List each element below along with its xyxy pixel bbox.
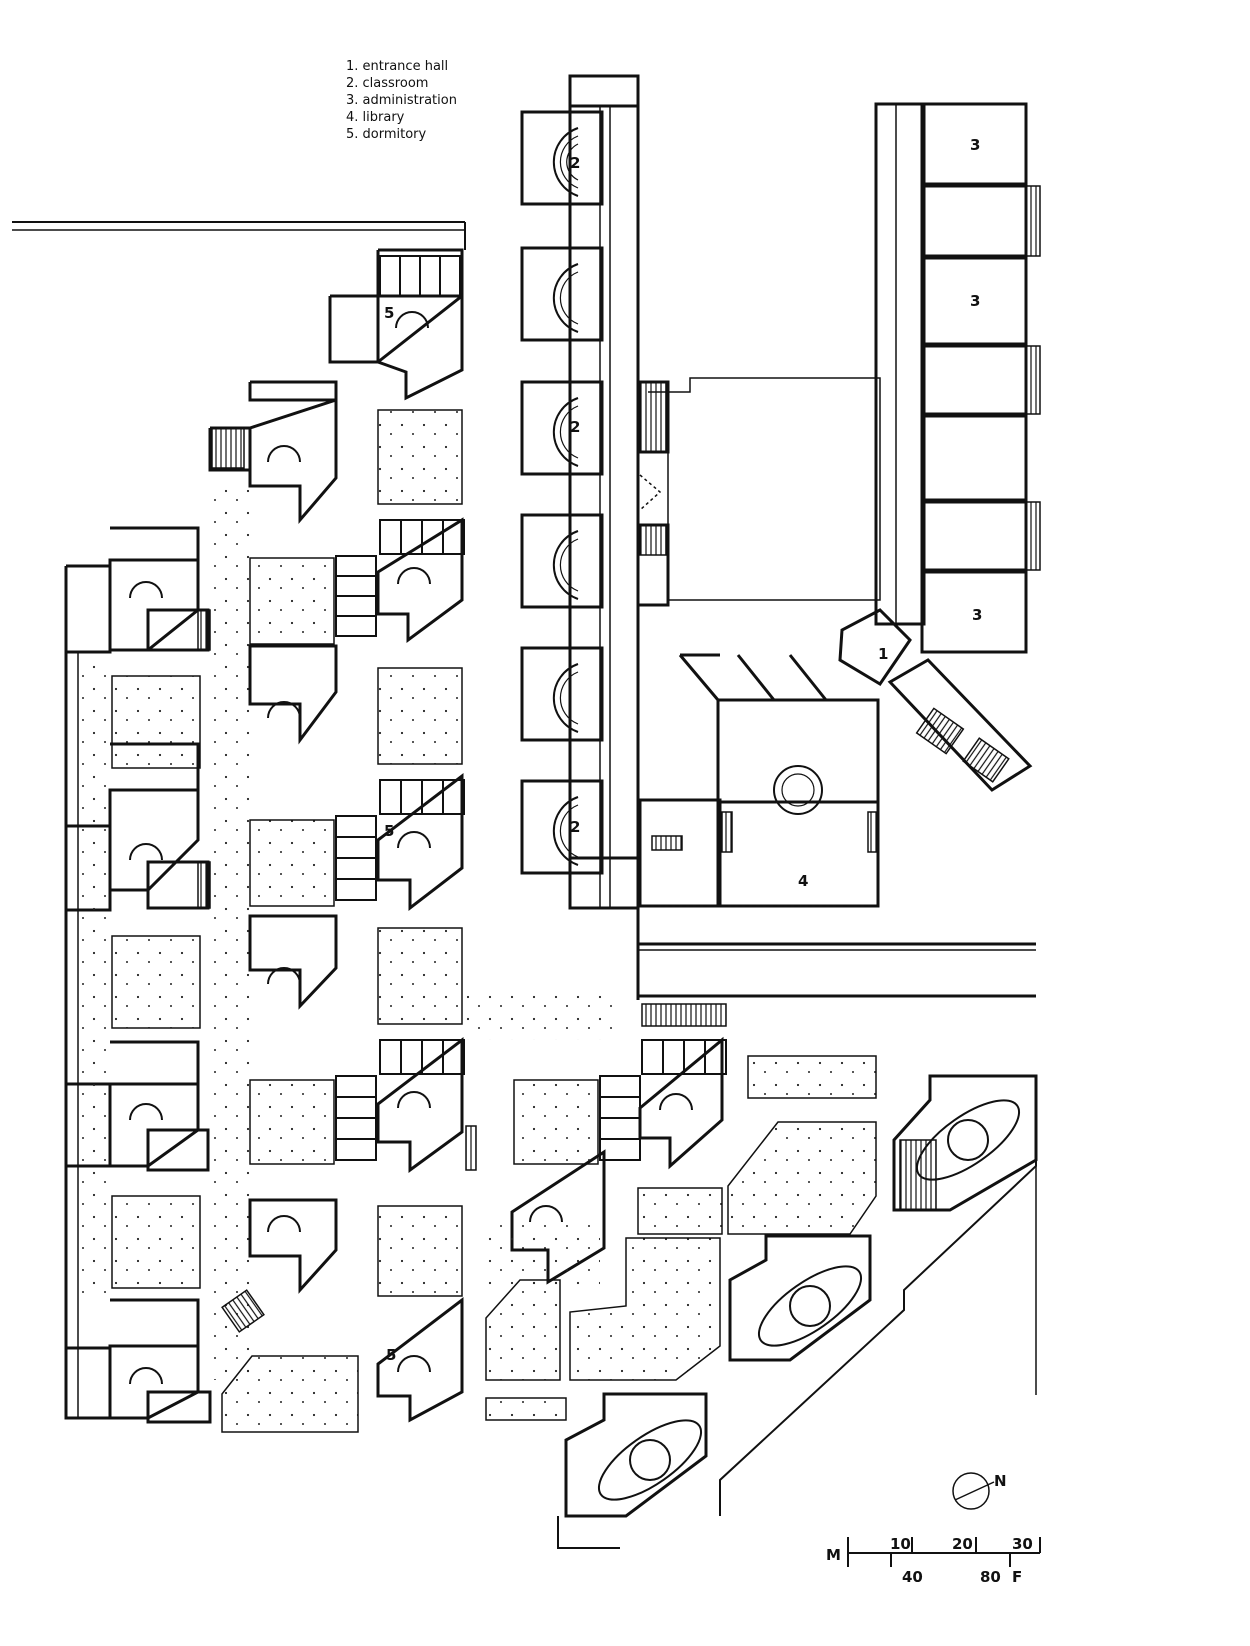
label-dormitory-b: 5 (384, 822, 394, 840)
library (638, 653, 880, 908)
label-library: 4 (798, 872, 808, 890)
north-arrow (952, 1472, 995, 1510)
classroom-modules (520, 110, 604, 875)
legend: 1. entrance hall 2. classroom 3. adminis… (346, 58, 457, 143)
scale-unit-feet: F (1012, 1568, 1022, 1586)
bedroom-cells (335, 255, 727, 1161)
plaza-paving (80, 480, 614, 1380)
scale-unit-meters: M (826, 1546, 841, 1564)
central-courtyard (636, 377, 881, 607)
classroom-5 (520, 646, 604, 742)
site-boundary (12, 221, 1037, 1395)
stair-flights (197, 381, 879, 1333)
classroom-1 (520, 110, 604, 206)
scale-tick-40: 40 (902, 1568, 923, 1586)
legend-item-classroom: 2. classroom (346, 76, 429, 91)
classroom-4 (520, 513, 604, 609)
dotted-courtyards (111, 409, 877, 1433)
label-administration-a: 3 (970, 136, 980, 154)
scale-tick-30: 30 (1012, 1535, 1033, 1553)
legend-item-entrance-hall: 1. entrance hall (346, 59, 449, 74)
label-classroom-c: 2 (570, 818, 580, 836)
scale-tick-10: 10 (890, 1535, 911, 1553)
spiral-stairs (129, 311, 693, 1385)
room-labels: 1 2 2 2 3 3 3 4 5 5 5 (384, 136, 982, 1364)
scale-labels: M 10 20 30 40 80 F (826, 1535, 1033, 1586)
label-entrance-hall: 1 (878, 645, 888, 663)
classroom-6 (520, 779, 604, 875)
diagonal-dormitories (557, 1074, 1038, 1549)
label-dormitory-a: 5 (384, 304, 394, 322)
administration-wing (874, 102, 1041, 654)
legend-item-dormitory: 5. dormitory (346, 127, 427, 142)
classroom-wing (568, 74, 640, 910)
label-administration-c: 3 (972, 606, 982, 624)
classroom-3 (520, 380, 604, 476)
legend-item-library: 4. library (346, 110, 405, 125)
scale-bar (847, 1537, 1041, 1567)
legend-item-administration: 3. administration (346, 93, 457, 108)
scale-tick-20: 20 (952, 1535, 973, 1553)
label-administration-b: 3 (970, 292, 980, 310)
label-classroom-b: 2 (570, 418, 580, 436)
entrance-hall (838, 608, 1033, 792)
classroom-2 (520, 246, 604, 342)
scale-tick-80: 80 (980, 1568, 1001, 1586)
north-arrow-letter: N (994, 1472, 1007, 1490)
corridor (636, 908, 1036, 1027)
label-dormitory-c: 5 (386, 1346, 396, 1364)
label-classroom-a: 2 (570, 154, 580, 172)
